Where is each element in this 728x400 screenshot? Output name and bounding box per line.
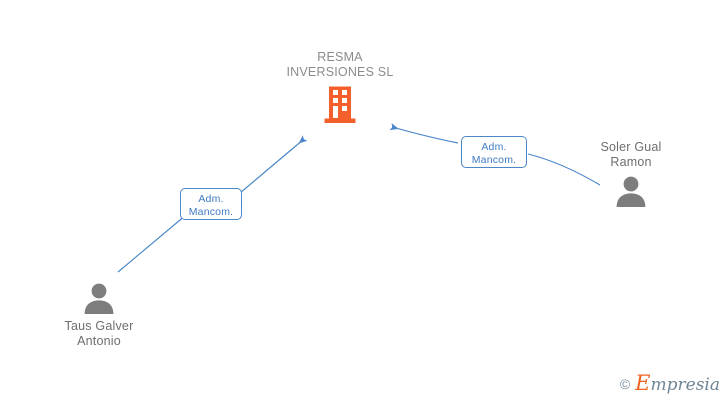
person-label: Soler Gual Ramon	[600, 140, 662, 169]
person-icon	[84, 283, 114, 314]
brand-rest: mpresia	[650, 375, 721, 395]
brand-wordmark: Empresia	[635, 373, 720, 394]
person-node-soler-gual-ramon[interactable]: Soler Gual Ramon	[546, 140, 716, 207]
edge-label-left-adm-mancom[interactable]: Adm. Mancom.	[180, 188, 242, 220]
building-icon	[324, 86, 356, 123]
person-label: Taus Galver Antonio	[64, 319, 134, 348]
company-node-resma-inversiones-sl[interactable]: RESMA INVERSIONES SL	[240, 50, 440, 124]
brand-initial: E	[635, 371, 651, 395]
edge-label-right-adm-mancom[interactable]: Adm. Mancom.	[461, 136, 527, 168]
company-label: RESMA INVERSIONES SL	[286, 50, 394, 79]
copyright-icon: ©	[619, 375, 631, 392]
person-icon	[616, 176, 646, 207]
person-node-taus-galver-antonio[interactable]: Taus Galver Antonio	[14, 282, 184, 349]
empresia-watermark: © Empresia	[620, 373, 720, 394]
